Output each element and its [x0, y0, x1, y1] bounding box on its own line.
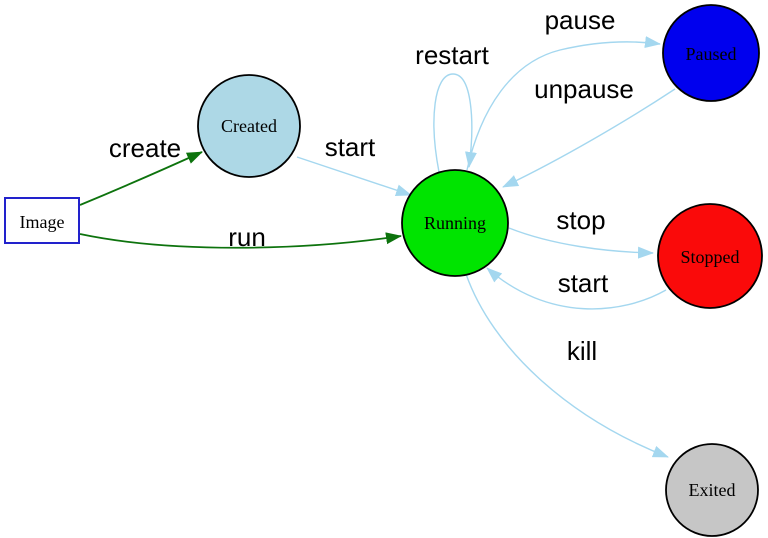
exited-label: Exited — [689, 480, 736, 500]
edge-start1-line — [296, 156, 412, 196]
edge-pause-line — [466, 36, 661, 171]
created-label: Created — [221, 116, 277, 136]
edge-unpause: unpause — [502, 74, 676, 188]
edge-start-created-running: start — [296, 132, 412, 196]
exited-circle — [665, 443, 759, 537]
node-exited: Exited — [665, 443, 759, 537]
edge-kill-label: kill — [567, 336, 597, 366]
edge-create-line — [79, 151, 203, 206]
edge-unpause-label: unpause — [534, 74, 634, 104]
edge-restart-line — [433, 73, 477, 173]
edge-stop-line — [508, 227, 654, 259]
edge-unpause-line — [502, 88, 676, 188]
edge-pause: pause — [466, 5, 661, 171]
image-label: Image — [20, 212, 65, 232]
node-stopped: Stopped — [657, 203, 763, 309]
edge-start1-label: start — [325, 132, 376, 162]
running-label: Running — [424, 213, 486, 233]
edge-run-line — [79, 232, 402, 249]
edge-start2-label: start — [558, 268, 609, 298]
node-created: Created — [197, 74, 301, 178]
paused-circle — [662, 4, 760, 102]
node-paused: Paused — [662, 4, 760, 102]
edge-create: create — [79, 133, 203, 206]
edge-start2-line — [486, 267, 667, 310]
image-box — [4, 197, 80, 244]
edge-restart-loop: restart — [415, 40, 490, 173]
edge-pause-label: pause — [545, 5, 616, 35]
stopped-label: Stopped — [680, 247, 739, 267]
edge-kill-line — [465, 273, 669, 458]
edge-run: run — [79, 222, 402, 252]
edge-kill: kill — [465, 273, 669, 458]
stopped-circle — [657, 203, 763, 309]
node-image: Image — [4, 197, 80, 244]
running-circle — [401, 169, 509, 277]
edge-run-label: run — [228, 222, 266, 252]
edge-stop: stop — [508, 205, 654, 259]
edge-start-stopped-running: start — [486, 267, 667, 310]
edge-create-label: create — [109, 133, 181, 163]
created-circle — [197, 74, 301, 178]
paused-label: Paused — [686, 44, 737, 64]
edge-stop-label: stop — [556, 205, 605, 235]
edge-restart-label: restart — [415, 40, 489, 70]
node-running: Running — [401, 169, 509, 277]
